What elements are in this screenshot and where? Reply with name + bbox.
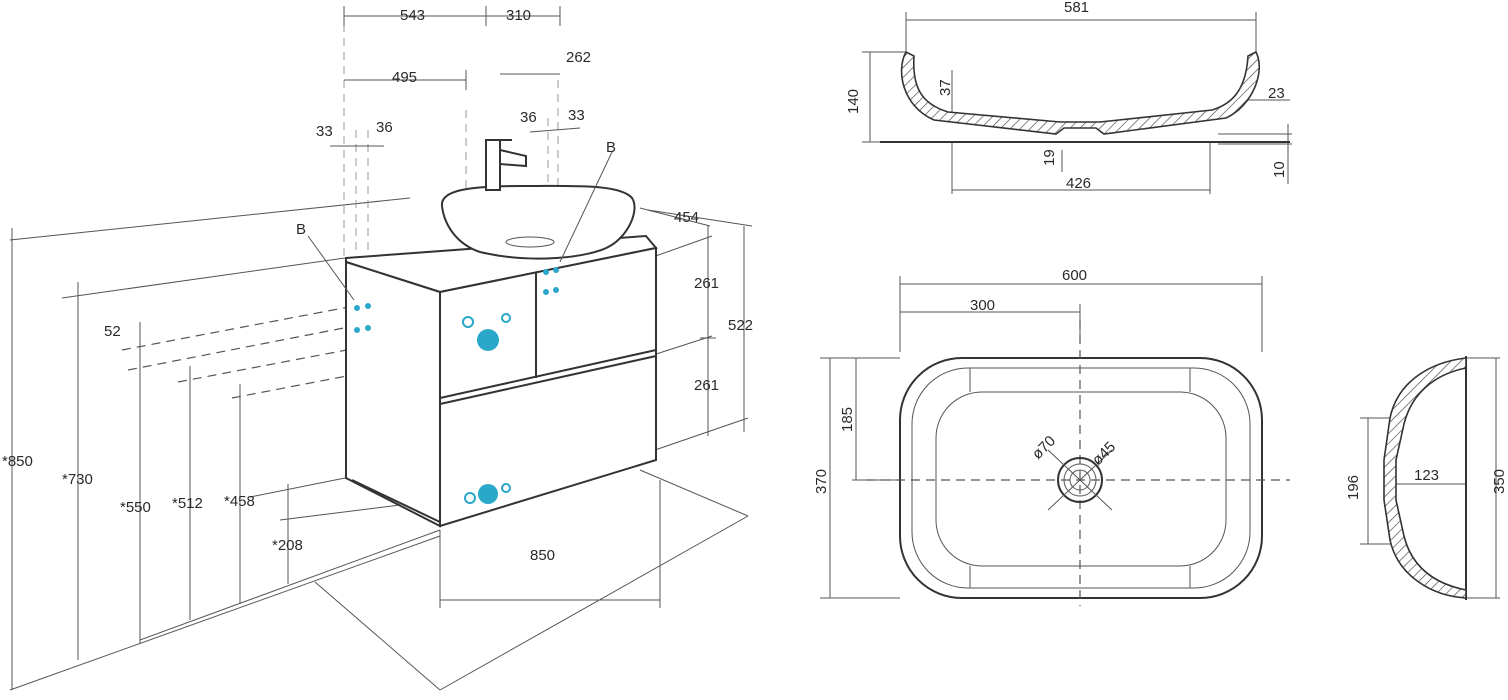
dim-37: 37	[937, 79, 954, 96]
dim-diameter-70: ø70	[1029, 433, 1059, 463]
right-dimension-lines	[439, 207, 745, 608]
dim-350: 350	[1491, 469, 1508, 494]
dim-52: 52	[104, 323, 121, 340]
dim-550: *550	[120, 499, 151, 516]
dim-185: 185	[839, 407, 856, 432]
dim-36-right: 36	[520, 109, 537, 126]
dim-300: 300	[970, 297, 995, 314]
dim-diameter-45: ø45	[1089, 439, 1119, 469]
dim-426: 426	[1066, 175, 1091, 192]
dim-730: *730	[62, 471, 93, 488]
dim-23: 23	[1268, 85, 1285, 102]
faucet	[485, 139, 527, 191]
cabinet-body	[345, 234, 658, 528]
dim-850-height: *850	[2, 453, 33, 470]
dim-454: 454	[674, 209, 699, 226]
dim-543: 543	[400, 7, 425, 24]
dim-458: *458	[224, 493, 255, 510]
mark-b-left: B	[296, 221, 306, 238]
basin-side-view: 196 123 350	[1345, 356, 1508, 600]
dim-522: 522	[728, 317, 753, 334]
dim-261-top: 261	[694, 275, 719, 292]
vessel-basin	[440, 184, 636, 260]
connection-points	[307, 151, 613, 504]
dim-33-left: 33	[316, 123, 333, 140]
dim-600: 600	[1062, 267, 1087, 284]
dim-512: *512	[172, 495, 203, 512]
dim-370: 370	[813, 469, 830, 494]
basin-plan-view: 600 300 185 370 ø70 ø45	[813, 267, 1290, 606]
dim-850-width: 850	[530, 547, 555, 564]
dim-140: 140	[845, 89, 862, 114]
dim-262: 262	[566, 49, 591, 66]
dim-36-left: 36	[376, 119, 393, 136]
dim-33-right: 33	[568, 107, 585, 124]
dim-261-bottom: 261	[694, 377, 719, 394]
dim-123: 123	[1414, 467, 1439, 484]
dim-10: 10	[1271, 161, 1288, 178]
mark-b-right: B	[606, 139, 616, 156]
dim-581: 581	[1064, 0, 1089, 16]
dim-196: 196	[1345, 475, 1362, 500]
basin-section-view: 581 140 37 23 19 10 426	[845, 0, 1292, 194]
dim-208: *208	[272, 537, 303, 554]
top-dimension-lines	[330, 6, 581, 147]
dim-310: 310	[506, 7, 531, 24]
left-dimension-lines	[11, 228, 289, 690]
cabinet-labels: 543 310 262 495 33 36 36 33 B B 454 261 …	[2, 7, 753, 564]
dim-19: 19	[1041, 149, 1058, 166]
cabinet-view: 543 310 262 495 33 36 36 33 B B 454 261 …	[2, 6, 753, 691]
dim-495: 495	[392, 69, 417, 86]
